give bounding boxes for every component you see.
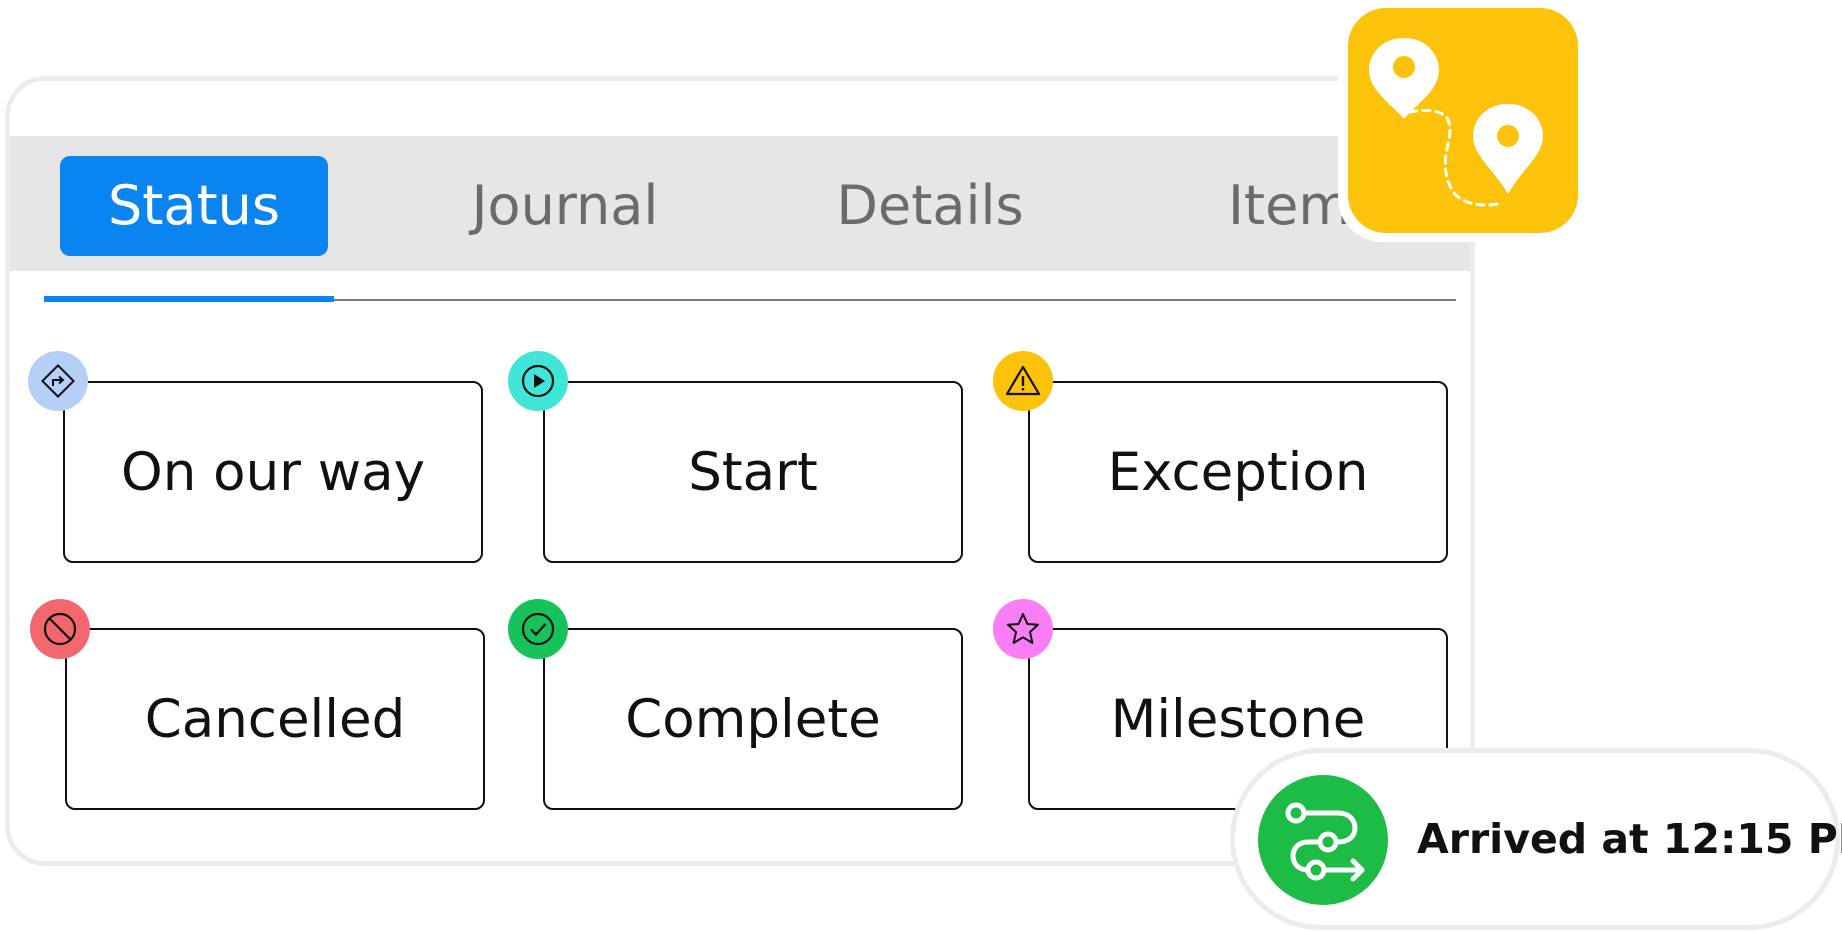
- check-circle-icon: [508, 599, 568, 659]
- tab-status[interactable]: Status: [60, 156, 328, 256]
- prohibited-icon: [30, 599, 90, 659]
- tab-details[interactable]: Details: [836, 174, 1024, 237]
- cancelled-label: Cancelled: [144, 688, 406, 750]
- arrival-text: Arrived at 12:15 PM: [1417, 815, 1842, 863]
- route-tile: [1338, 2, 1578, 242]
- start-button[interactable]: Start: [543, 381, 963, 563]
- active-tab-indicator: [44, 296, 334, 302]
- start-label: Start: [688, 441, 818, 503]
- exception-label: Exception: [1107, 441, 1369, 503]
- star-icon: [993, 599, 1053, 659]
- map-route-pins-icon: [1348, 8, 1578, 233]
- tab-divider: [44, 299, 1456, 301]
- tab-bar: Status Journal Details Items: [10, 136, 1470, 271]
- exception-button[interactable]: Exception: [1028, 381, 1448, 563]
- on-our-way-button[interactable]: On our way: [63, 381, 483, 563]
- complete-label: Complete: [625, 688, 881, 750]
- arrival-toast: Arrived at 12:15 PM: [1230, 748, 1842, 930]
- status-card: Status Journal Details Items On our way …: [5, 76, 1475, 866]
- play-icon: [508, 351, 568, 411]
- turn-right-sign-icon: [28, 351, 88, 411]
- cancelled-button[interactable]: Cancelled: [65, 628, 485, 810]
- on-our-way-label: On our way: [121, 441, 425, 503]
- warning-icon: [993, 351, 1053, 411]
- complete-button[interactable]: Complete: [543, 628, 963, 810]
- milestone-label: Milestone: [1110, 688, 1366, 750]
- route-path-icon: [1258, 775, 1388, 905]
- tab-journal[interactable]: Journal: [471, 174, 659, 237]
